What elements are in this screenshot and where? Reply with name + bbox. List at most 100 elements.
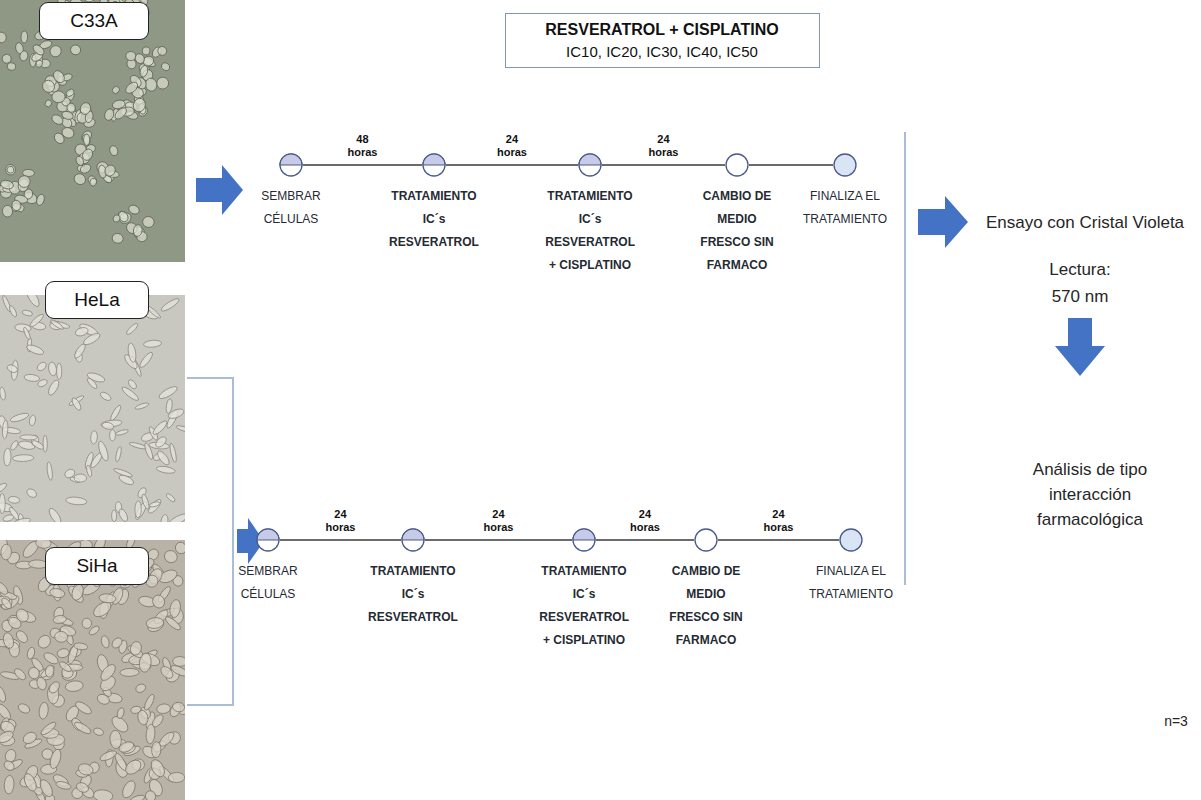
cell-shape (0, 729, 15, 745)
cell-shape (176, 424, 185, 434)
medium-fill (257, 529, 279, 540)
step-note: Análisis de tipo interacción farmacológi… (1015, 457, 1165, 532)
cell-shape (120, 779, 138, 800)
cell-shape (75, 781, 90, 794)
cell-shape (45, 664, 55, 677)
well-outline (423, 154, 445, 176)
culture-well-icon (572, 528, 596, 552)
cell-shape (112, 510, 117, 522)
cell-shape (66, 584, 86, 605)
cell-shape (4, 775, 15, 794)
cell-shape (118, 473, 135, 486)
culture-well-icon (279, 153, 303, 177)
duration-label: 24 horas (647, 133, 681, 159)
cell-shape (109, 404, 122, 422)
cell-shape (156, 76, 169, 89)
node-text: TRATAMIENTO IC´s RESVERATROL (368, 560, 458, 629)
cell-shape (5, 164, 16, 175)
micrograph (0, 295, 185, 522)
cell-shape (53, 615, 67, 625)
cell-shape (93, 727, 105, 737)
node-text: C33A (70, 10, 118, 32)
cell-shape (49, 587, 66, 599)
cell-shape (143, 340, 162, 348)
cell-shape (98, 662, 118, 683)
cell-shape (137, 709, 150, 725)
cell-shape (35, 59, 44, 68)
micrograph (0, 0, 185, 262)
cell-shape (127, 342, 137, 362)
node-text: IC10, IC20, IC30, IC40, IC50 (524, 43, 801, 60)
duration-label: 24 horas (324, 508, 358, 534)
cell-shape (12, 667, 27, 682)
cell-shape (143, 693, 156, 711)
duration-label: 24 horas (495, 133, 529, 159)
cell-shape (47, 507, 63, 522)
cell-shape (77, 762, 94, 777)
cell-shape (74, 699, 94, 716)
cell-shape (2, 205, 13, 217)
cell-shape (47, 680, 61, 695)
node-text: FINALIZA EL TRATAMIENTO (799, 185, 891, 231)
cell-shape (0, 596, 13, 610)
culture-well: SEMBRAR CÉLULAS (256, 528, 280, 552)
cell-shape (0, 544, 11, 560)
timeline-line (749, 164, 833, 166)
cell-shape (54, 631, 68, 643)
cell-shape (55, 780, 72, 791)
cell-shape (2, 514, 14, 522)
node-text: SEMBRAR CÉLULAS (238, 560, 297, 606)
well-outline (834, 154, 856, 176)
cell-shape (135, 402, 150, 411)
cell-shape (117, 508, 129, 522)
timeline-line (280, 539, 401, 541)
culture-well: TRATAMIENTO IC´s RESVERATROL + CISPLATIN… (572, 528, 596, 552)
medium-fill (402, 529, 424, 540)
cell-shape (109, 430, 115, 441)
cell-shape (168, 599, 181, 619)
cell-shape (156, 465, 176, 474)
micrograph-group (0, 0, 194, 800)
cell-shape (6, 166, 14, 174)
cell-shape (0, 32, 7, 44)
cell-shape (88, 624, 101, 636)
cell-shape (160, 297, 181, 313)
group-bracket (187, 378, 233, 705)
cell-shape (133, 52, 146, 65)
cell-shape (22, 772, 39, 793)
cell-shape (48, 362, 58, 377)
cell-shape (38, 778, 55, 799)
timeline-line (718, 539, 839, 541)
cell-line-tag: SiHa (45, 547, 149, 585)
cell-shape (138, 351, 154, 369)
cell-shape (113, 106, 128, 121)
well-outline (726, 154, 748, 176)
culture-well-icon (578, 153, 602, 177)
cell-shape (81, 133, 91, 145)
cell-shape (86, 371, 106, 384)
cell-shape (151, 593, 167, 610)
cell-shape (26, 646, 36, 659)
cell-shape (142, 47, 150, 56)
cell-shape (123, 757, 144, 777)
micrograph-ground (0, 295, 185, 522)
cell-shape (8, 496, 20, 504)
merge-line (904, 132, 906, 585)
cell-shape (21, 31, 28, 43)
cell-shape (6, 615, 23, 631)
step-note: Ensayo con Cristal Violeta (986, 212, 1184, 234)
cell-shape (155, 449, 171, 467)
cell-shape (48, 748, 63, 770)
cell-shape (44, 99, 53, 108)
block-arrow (918, 196, 968, 248)
cell-shape (165, 493, 176, 503)
duration-label: 48 horas (346, 133, 380, 159)
cell-shape (37, 378, 49, 388)
cell-shape (167, 407, 185, 420)
well-outline (257, 529, 279, 551)
cell-shape (19, 50, 29, 62)
timeline-line (303, 164, 422, 166)
culture-well: CAMBIO DE MEDIO FRESCO SIN FARMACO (694, 528, 718, 552)
cell-shape (162, 548, 179, 565)
